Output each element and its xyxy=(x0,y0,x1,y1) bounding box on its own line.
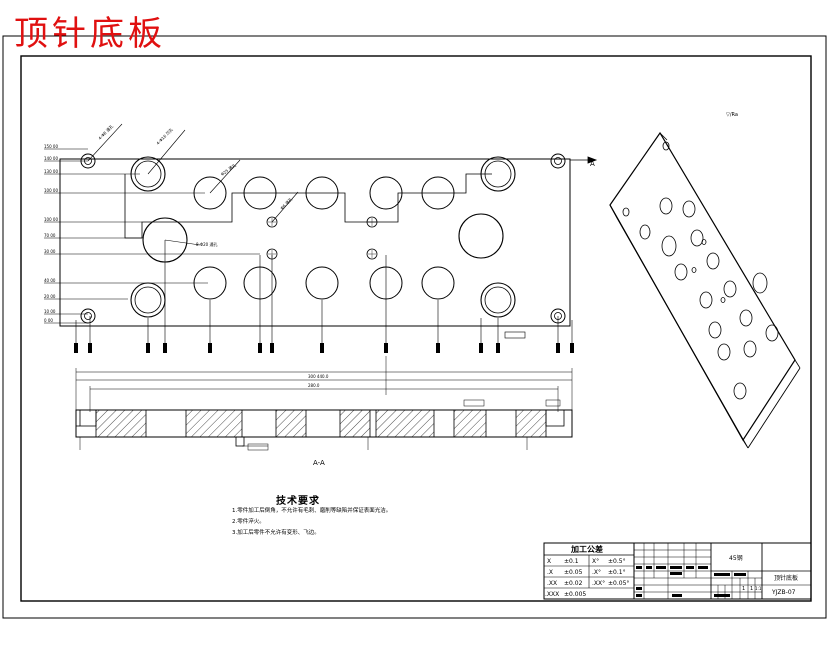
lower-hole-row xyxy=(193,266,455,300)
svg-text:20 00: 20 00 xyxy=(44,294,56,299)
tol-r1-c1: ±0.05 xyxy=(564,569,583,576)
svg-text:70 00: 70 00 xyxy=(44,233,56,238)
callout-counterbore: 4-Φ16 沉孔 xyxy=(154,126,173,145)
tol-r0-c1: ±0.1 xyxy=(564,558,579,565)
upper-hole-row xyxy=(193,176,455,210)
callout-upper-hole: Φ25 通孔 xyxy=(219,162,237,177)
tech-requirements-title: 技术要求 xyxy=(276,496,320,507)
title-block-scale-1: 1 xyxy=(742,586,745,592)
title-block-scale-2: 1 xyxy=(750,586,753,592)
surface-roughness-mark: ▽/Ra xyxy=(726,112,738,118)
svg-text:100 00: 100 00 xyxy=(44,217,58,222)
tolerance-title: 加工公差 xyxy=(570,544,603,554)
tol-r2-c0: .XX xyxy=(547,580,557,587)
tol-r0-c0: X xyxy=(547,558,551,565)
section-view: 300 440.0 280.0 A-A xyxy=(75,356,573,467)
svg-text:0 00: 0 00 xyxy=(44,318,53,323)
corner-holes xyxy=(80,153,566,324)
title-block-scale-3: 1:1 xyxy=(755,586,762,591)
section-hatch xyxy=(95,409,547,438)
hole-callout-leaders xyxy=(87,123,299,246)
tech-requirement-3: 3.加工后零件不允许有变形、飞边。 xyxy=(232,530,320,536)
tol-r2-c2: .XX° xyxy=(592,580,605,587)
svg-text:140 00: 140 00 xyxy=(44,156,58,161)
tol-r0-c2: X° xyxy=(592,558,599,565)
title-block-drawing-no: YJZB-07 xyxy=(771,589,796,596)
callout-small-hole: Φ6 通孔 xyxy=(278,196,293,211)
middle-holes xyxy=(142,213,504,263)
tol-r2-c1: ±0.02 xyxy=(564,580,583,587)
center-marks xyxy=(268,218,376,258)
svg-text:40 00: 40 00 xyxy=(44,278,56,283)
page-title: 顶针底板 xyxy=(14,14,166,54)
svg-text:10 00: 10 00 xyxy=(44,309,56,314)
bottom-dimension-marks xyxy=(74,343,574,353)
tech-requirement-2: 2.零件淬火。 xyxy=(232,519,265,525)
tech-requirement-1: 1.零件加工后倒角，不允许有毛刺、磨削等缺陷并保证表面光洁。 xyxy=(232,508,392,514)
title-block-material: 45钢 xyxy=(729,554,743,562)
tol-r0-c3: ±0.5° xyxy=(608,558,626,565)
title-block xyxy=(633,542,812,600)
left-dimension-lines xyxy=(44,148,260,324)
section-line-a xyxy=(570,156,598,164)
title-block-part-name: 顶针底板 xyxy=(774,574,798,582)
outer-frame xyxy=(2,35,827,619)
tol-r1-c2: .X° xyxy=(592,569,601,576)
svg-text:130 00: 130 00 xyxy=(44,169,58,174)
svg-text:100 00: 100 00 xyxy=(44,188,58,193)
overall-dimension: 300 440.0 xyxy=(308,374,329,379)
tol-r1-c0: .X xyxy=(547,569,553,576)
section-label: A xyxy=(590,160,595,168)
tol-r3-c0: .XXX xyxy=(545,591,559,598)
isometric-view xyxy=(609,131,801,449)
tol-r2-c3: ±0.05° xyxy=(608,580,629,587)
callout-middle-hole: 8-Φ20 通孔 xyxy=(196,241,218,247)
plan-view: 150 00 140 00 130 00 100 00 100 00 70 00… xyxy=(44,123,598,353)
inner-dimension: 280.0 xyxy=(308,383,320,388)
tol-r1-c3: ±0.1° xyxy=(608,569,626,576)
left-dimension-text: 150 00 140 00 130 00 100 00 100 00 70 00… xyxy=(44,144,58,323)
svg-text:150 00: 150 00 xyxy=(44,144,58,149)
tol-r3-c1: ±0.005 xyxy=(564,591,586,598)
large-counterbores xyxy=(130,156,516,318)
section-view-label: A-A xyxy=(313,459,325,467)
inner-frame xyxy=(20,55,812,602)
callout-corner-hole: 4-Φ8 通孔 xyxy=(96,123,114,141)
svg-text:30 00: 30 00 xyxy=(44,249,56,254)
